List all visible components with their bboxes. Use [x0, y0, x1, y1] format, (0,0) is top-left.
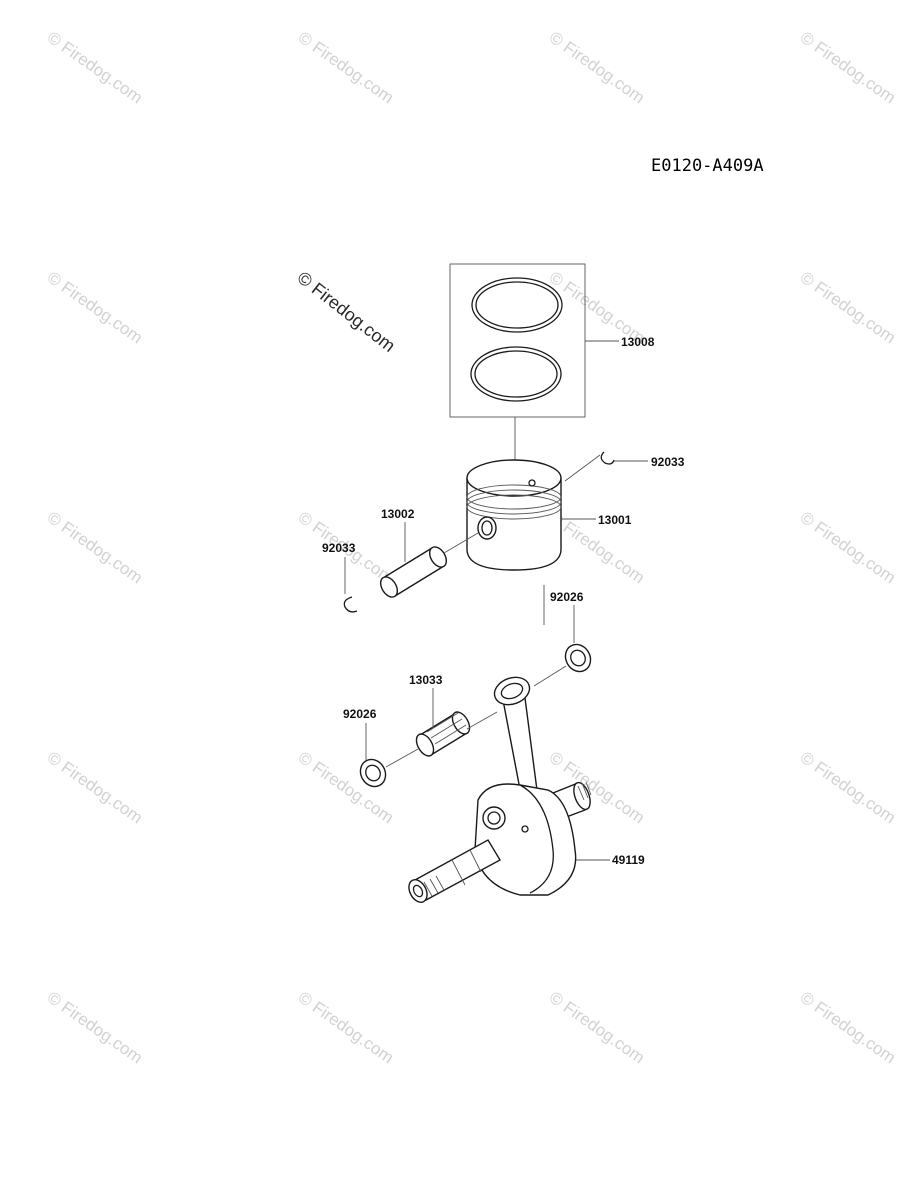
piston-ring-set[interactable]	[449, 263, 586, 418]
watermark: © Firedog.com	[797, 28, 899, 108]
ring-set-box	[449, 263, 586, 418]
watermark: © Firedog.com	[797, 508, 899, 588]
watermark: © Firedog.com	[44, 28, 146, 108]
leader-line	[533, 665, 567, 687]
diagram-code: E0120-A409A	[651, 156, 764, 176]
watermark: © Firedog.com	[44, 988, 146, 1068]
part-label-92033-right[interactable]: 92033	[651, 455, 685, 469]
leader-line	[466, 711, 498, 730]
piston[interactable]	[466, 459, 562, 571]
watermark: © Firedog.com	[797, 988, 899, 1068]
watermark: © Firedog.com	[797, 748, 899, 828]
crankshaft[interactable]	[405, 673, 593, 906]
watermark: © Firedog.com	[295, 748, 397, 828]
needle-bearing[interactable]	[413, 709, 473, 759]
watermark: © Firedog.com	[295, 28, 397, 108]
watermark: © Firedog.com	[797, 268, 899, 348]
part-label-13008[interactable]: 13008	[621, 335, 655, 349]
part-label-13033[interactable]: 13033	[409, 673, 443, 687]
leader-line	[443, 532, 479, 554]
washer-left[interactable]	[356, 755, 391, 791]
watermark: © Firedog.com	[546, 988, 648, 1068]
watermark: © Firedog.com	[44, 508, 146, 588]
leader-line	[385, 748, 419, 768]
main-watermark: © Firedog.com	[294, 267, 400, 356]
part-label-13001[interactable]: 13001	[598, 513, 632, 527]
watermark: © Firedog.com	[546, 28, 648, 108]
circlip-right[interactable]	[600, 451, 615, 465]
circlip-left[interactable]	[343, 596, 358, 613]
washer-right[interactable]	[561, 640, 596, 676]
watermark: © Firedog.com	[295, 988, 397, 1068]
watermark: © Firedog.com	[44, 748, 146, 828]
piston-pin[interactable]	[377, 544, 450, 600]
part-label-13002[interactable]: 13002	[381, 507, 415, 521]
part-label-92026-left[interactable]: 92026	[343, 707, 377, 721]
leader-line	[564, 454, 601, 482]
watermark: © Firedog.com	[44, 268, 146, 348]
part-label-92026-right[interactable]: 92026	[550, 590, 584, 604]
part-label-49119[interactable]: 49119	[612, 853, 645, 867]
part-label-92033-left[interactable]: 92033	[322, 541, 356, 555]
